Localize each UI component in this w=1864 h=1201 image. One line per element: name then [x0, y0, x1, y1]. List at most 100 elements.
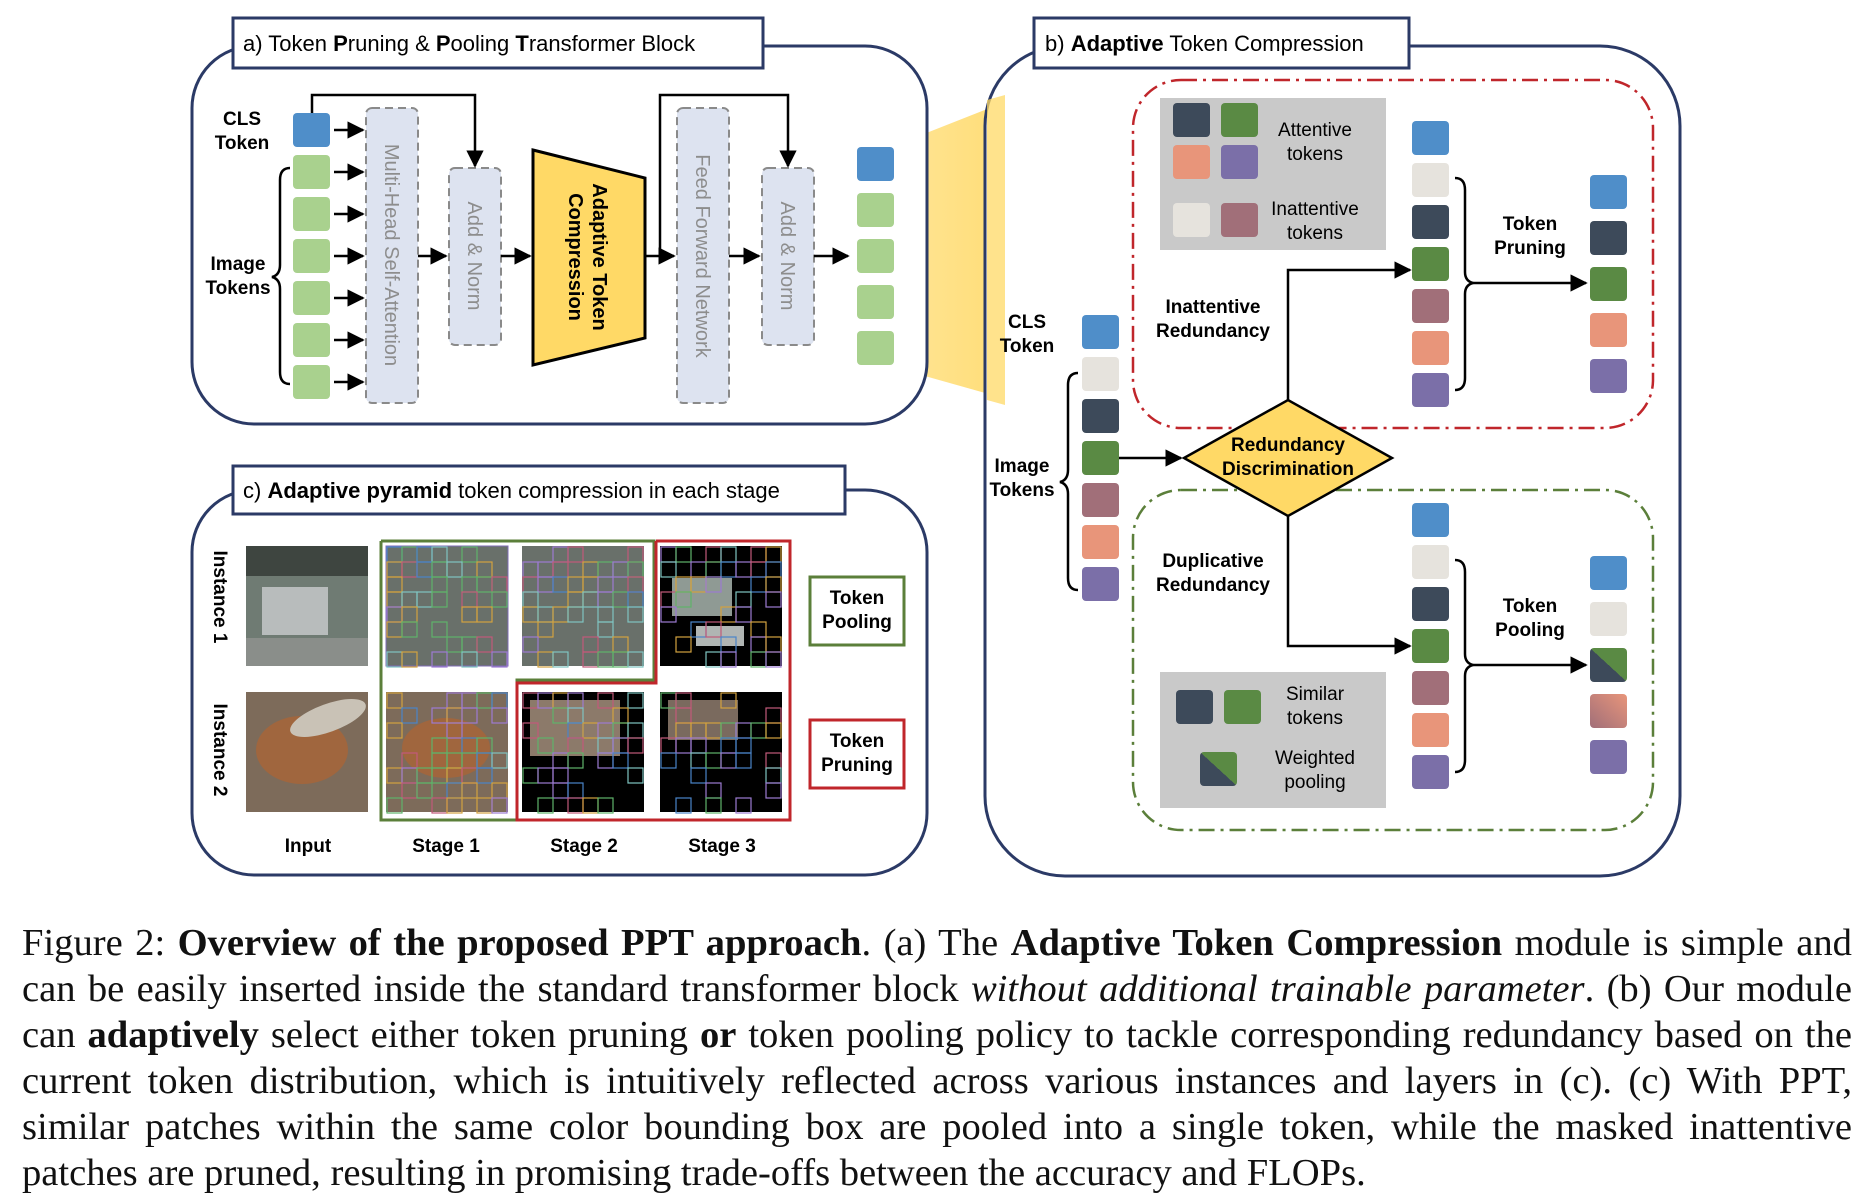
pooled-token — [1590, 694, 1627, 728]
patch-cell — [735, 797, 752, 814]
patch-cell — [705, 797, 722, 814]
image-token — [857, 239, 894, 273]
pruning-input-tokens — [1412, 121, 1449, 407]
token-arrows — [334, 121, 365, 391]
panel-b-title: b) Adaptive Token Compression — [1045, 31, 1364, 56]
attentive-token — [1221, 145, 1258, 179]
patch-cell — [537, 797, 554, 814]
ffn-label: Feed Forward Network — [691, 154, 713, 358]
image-token — [1412, 545, 1449, 579]
patch-cell — [567, 752, 584, 769]
panel-b-title-box — [1032, 16, 1411, 70]
image-token — [1590, 740, 1627, 774]
patch-cell — [476, 636, 493, 653]
patch-cell — [660, 561, 677, 578]
image-token — [1590, 602, 1627, 636]
patch-cell — [491, 591, 508, 608]
msa-block — [365, 107, 419, 404]
patch-cell — [461, 782, 478, 799]
patch-cell — [765, 782, 782, 799]
patch-grids — [386, 546, 782, 814]
patch-cell — [627, 692, 644, 709]
patch-cell — [401, 621, 418, 638]
panel-c: c) Adaptive pyramid token compression in… — [190, 464, 929, 877]
image-token — [1412, 755, 1449, 789]
image-token — [293, 197, 330, 231]
patch-cell — [765, 651, 782, 668]
patch-cell — [416, 782, 433, 799]
pooling-input-tokens — [1412, 503, 1449, 789]
patch-cell — [660, 752, 677, 769]
patch-cell — [765, 591, 782, 608]
patch-cell — [476, 606, 493, 623]
image-token — [1082, 399, 1119, 433]
cls-token — [857, 147, 894, 181]
patch-cell — [627, 767, 644, 784]
residual-connection-2 — [658, 93, 797, 256]
image-token — [1082, 525, 1119, 559]
image-token — [1412, 629, 1449, 663]
image-token — [1412, 587, 1449, 621]
cls-token — [1590, 175, 1627, 209]
patch-cell — [567, 546, 584, 563]
patch-cell — [567, 606, 584, 623]
patch-cell — [446, 722, 463, 739]
patch-cell — [491, 797, 508, 814]
patch-cell — [720, 651, 737, 668]
image-token — [293, 239, 330, 273]
panel-a: a) Token Pruning & Pooling Transformer B… — [190, 16, 929, 426]
patch-cell — [627, 651, 644, 668]
image-token — [1082, 567, 1119, 601]
image-token — [1412, 289, 1449, 323]
caption-bold-1: Overview of the proposed PPT approach — [177, 922, 862, 964]
caption-text: . (a) The — [861, 922, 1011, 964]
image-token — [1412, 713, 1449, 747]
pooled-token — [1590, 648, 1627, 682]
caption-bold-3: adaptively — [87, 1014, 259, 1056]
patch-cell — [612, 752, 629, 769]
msa-label: Multi-Head Self-Attention — [380, 144, 402, 366]
patch-cell — [491, 752, 508, 769]
cls-token — [293, 113, 330, 147]
pruning-outline — [515, 539, 792, 822]
image-token — [293, 323, 330, 357]
patch-cell — [431, 651, 448, 668]
image-token — [293, 281, 330, 315]
input-image-instance-2 — [246, 692, 368, 812]
image-token — [1412, 205, 1449, 239]
image-token — [1590, 359, 1627, 393]
image-token — [857, 193, 894, 227]
similar-token — [1176, 690, 1213, 724]
panel-a-title: a) Token Pruning & Pooling Transformer B… — [243, 31, 696, 56]
patch-cell — [401, 707, 418, 724]
similar-token — [1224, 690, 1261, 724]
patch-cell — [627, 606, 644, 623]
pruning-region — [1131, 78, 1655, 430]
pooling-region — [1131, 488, 1655, 832]
patch-cell — [461, 707, 478, 724]
image-token — [1082, 441, 1119, 475]
patch-cell — [597, 621, 614, 638]
cls-token — [1412, 121, 1449, 155]
panel-c-title-box — [231, 464, 847, 516]
patch-cell — [446, 561, 463, 578]
caption-text: token pooling policy to tackle correspon… — [22, 1014, 1852, 1194]
instance-2-label: Instance 2 — [209, 704, 230, 797]
patch-cell — [660, 606, 677, 623]
instance-1-label: Instance 1 — [209, 551, 230, 644]
image-token — [293, 155, 330, 189]
stage-label-input: Input — [285, 836, 332, 857]
panel-a-title-box — [231, 16, 765, 70]
caption-bold-2: Adaptive Token Compression — [1010, 922, 1503, 964]
patch-cell — [675, 546, 692, 563]
token-pruning-box — [808, 718, 906, 790]
image-token — [857, 285, 894, 319]
